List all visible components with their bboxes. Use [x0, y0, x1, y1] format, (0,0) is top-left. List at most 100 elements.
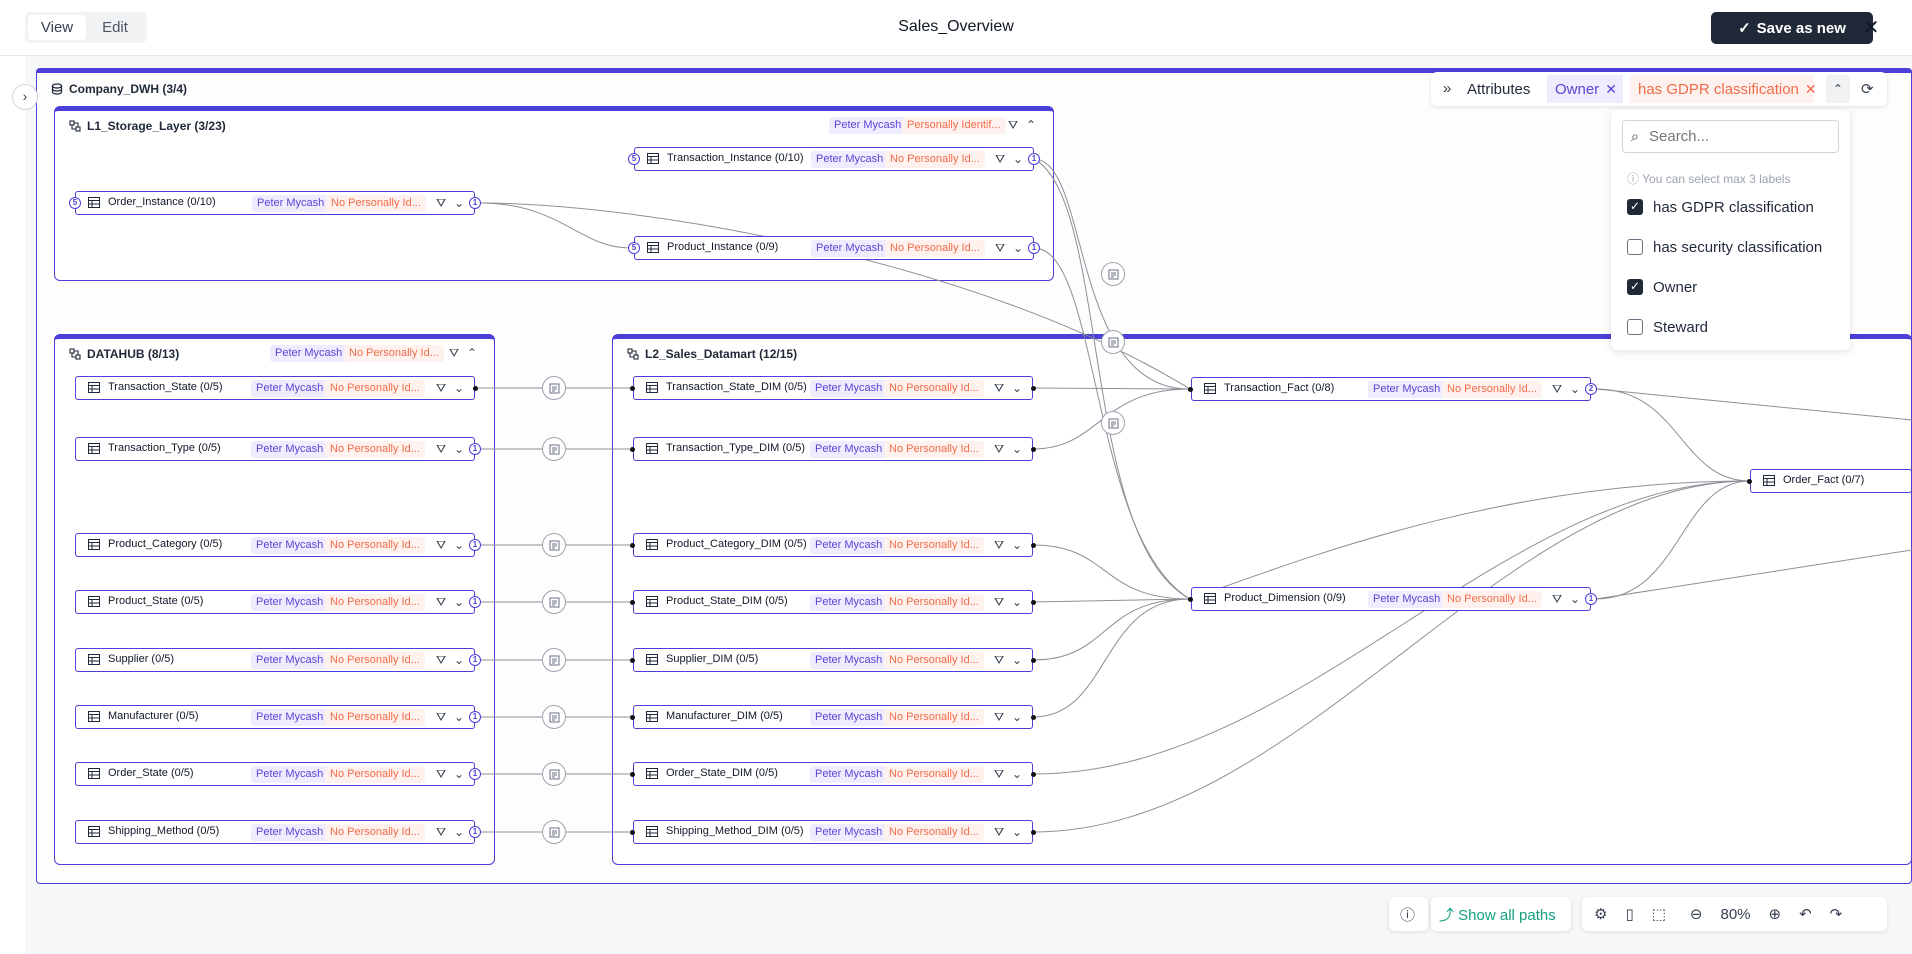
chevron-down-icon[interactable]: ⌄: [1011, 825, 1023, 839]
filter-icon[interactable]: ⛛: [994, 152, 1006, 166]
output-dot[interactable]: [1031, 543, 1036, 548]
sidebar-expand-chevron-icon[interactable]: ›: [12, 84, 38, 110]
filter-icon[interactable]: ⛛: [435, 595, 447, 609]
transformation-node[interactable]: [542, 762, 566, 786]
filter-icon[interactable]: ⛛: [993, 538, 1005, 552]
output-port[interactable]: 1: [469, 443, 481, 455]
output-dot[interactable]: [1031, 600, 1036, 605]
transformation-node[interactable]: [1101, 262, 1125, 286]
output-port[interactable]: 1: [469, 654, 481, 666]
output-dot[interactable]: [1031, 447, 1036, 452]
filter-icon[interactable]: ⛛: [994, 241, 1006, 255]
filter-icon[interactable]: ⛛: [993, 381, 1005, 395]
filter-icon[interactable]: ⛛: [1007, 118, 1019, 132]
transformation-node[interactable]: [542, 705, 566, 729]
chevron-down-icon[interactable]: ⌄: [1011, 653, 1023, 667]
input-dot[interactable]: [630, 543, 635, 548]
chevron-up-icon[interactable]: ⌃: [466, 346, 478, 360]
transformation-node[interactable]: [542, 590, 566, 614]
filter-icon[interactable]: ⛛: [435, 767, 447, 781]
zoom-in-icon[interactable]: ⊕: [1768, 906, 1782, 923]
output-port[interactable]: 1: [1585, 593, 1597, 605]
show-all-paths-button[interactable]: ⤴ Show all paths: [1439, 906, 1556, 924]
remove-chip-icon[interactable]: ✕: [1605, 81, 1617, 97]
chevron-down-icon[interactable]: ⌄: [1011, 710, 1023, 724]
output-port[interactable]: 1: [469, 596, 481, 608]
input-dot[interactable]: [630, 600, 635, 605]
undo-icon[interactable]: ↶: [1799, 906, 1812, 923]
transformation-node[interactable]: [542, 820, 566, 844]
transformation-node[interactable]: [542, 437, 566, 461]
edit-tab[interactable]: Edit: [86, 15, 144, 40]
zoom-out-icon[interactable]: ⊖: [1689, 906, 1703, 923]
chevron-down-icon[interactable]: ⌄: [453, 442, 465, 456]
chevron-down-icon[interactable]: ⌄: [453, 381, 465, 395]
filter-icon[interactable]: ⛛: [435, 710, 447, 724]
output-dot[interactable]: [1031, 715, 1036, 720]
chevron-down-icon[interactable]: ⌄: [1011, 767, 1023, 781]
input-port[interactable]: 5: [628, 242, 640, 254]
input-dot[interactable]: [630, 447, 635, 452]
transformation-node[interactable]: [542, 533, 566, 557]
filter-icon[interactable]: ⛛: [1551, 592, 1563, 606]
attribute-option[interactable]: Steward: [1627, 316, 1708, 338]
checkbox[interactable]: ✓: [1627, 199, 1643, 215]
filter-icon[interactable]: ⛛: [993, 767, 1005, 781]
chevron-up-icon[interactable]: ⌃: [1025, 118, 1037, 132]
filter-icon[interactable]: ⛛: [435, 538, 447, 552]
chevron-down-icon[interactable]: ⌄: [1012, 241, 1024, 255]
output-dot[interactable]: [1031, 658, 1036, 663]
chevron-down-icon[interactable]: ⌄: [1569, 382, 1581, 396]
output-port[interactable]: 1: [1028, 242, 1040, 254]
chevron-up-icon[interactable]: ⌃: [1826, 75, 1850, 103]
chevron-down-icon[interactable]: ⌄: [453, 653, 465, 667]
remove-chip-icon[interactable]: ✕: [1804, 81, 1817, 97]
output-port[interactable]: 1: [469, 711, 481, 723]
filter-icon[interactable]: ⛛: [435, 196, 447, 210]
output-port[interactable]: 1: [469, 197, 481, 209]
filter-icon[interactable]: ⛛: [448, 346, 460, 360]
output-port[interactable]: 1: [469, 826, 481, 838]
refresh-icon[interactable]: ⟳: [1861, 81, 1874, 98]
redo-icon[interactable]: ↷: [1829, 906, 1843, 923]
fit-view-icon[interactable]: ⬚: [1651, 906, 1666, 923]
chevron-down-icon[interactable]: ⌄: [1569, 592, 1581, 606]
input-dot[interactable]: [630, 715, 635, 720]
filter-icon[interactable]: ⛛: [435, 381, 447, 395]
checkbox[interactable]: ✓: [1627, 279, 1643, 295]
filter-icon[interactable]: ⛛: [1551, 382, 1563, 396]
chevron-down-icon[interactable]: ⌄: [1012, 152, 1024, 166]
map-icon[interactable]: ▯: [1625, 906, 1634, 923]
input-port[interactable]: 5: [628, 153, 640, 165]
attribute-option[interactable]: has security classification: [1627, 236, 1822, 258]
transformation-node[interactable]: [1101, 330, 1125, 354]
chevron-down-icon[interactable]: ⌄: [453, 196, 465, 210]
search-input[interactable]: [1649, 128, 1829, 145]
output-dot[interactable]: [1031, 772, 1036, 777]
chevron-down-icon[interactable]: ⌄: [453, 710, 465, 724]
info-icon[interactable]: ⓘ: [1400, 906, 1416, 924]
save-as-new-button[interactable]: ✓ Save as new: [1711, 12, 1873, 44]
output-port[interactable]: 1: [1028, 153, 1040, 165]
transformation-node[interactable]: [542, 648, 566, 672]
chevron-down-icon[interactable]: ⌄: [1011, 442, 1023, 456]
output-port[interactable]: 1: [469, 539, 481, 551]
output-dot[interactable]: [1031, 386, 1036, 391]
input-dot[interactable]: [630, 830, 635, 835]
close-icon[interactable]: ✕: [1858, 15, 1884, 41]
filter-icon[interactable]: ⛛: [993, 595, 1005, 609]
output-dot[interactable]: [1031, 830, 1036, 835]
chevron-down-icon[interactable]: ⌄: [1011, 538, 1023, 552]
filter-icon[interactable]: ⛛: [993, 442, 1005, 456]
